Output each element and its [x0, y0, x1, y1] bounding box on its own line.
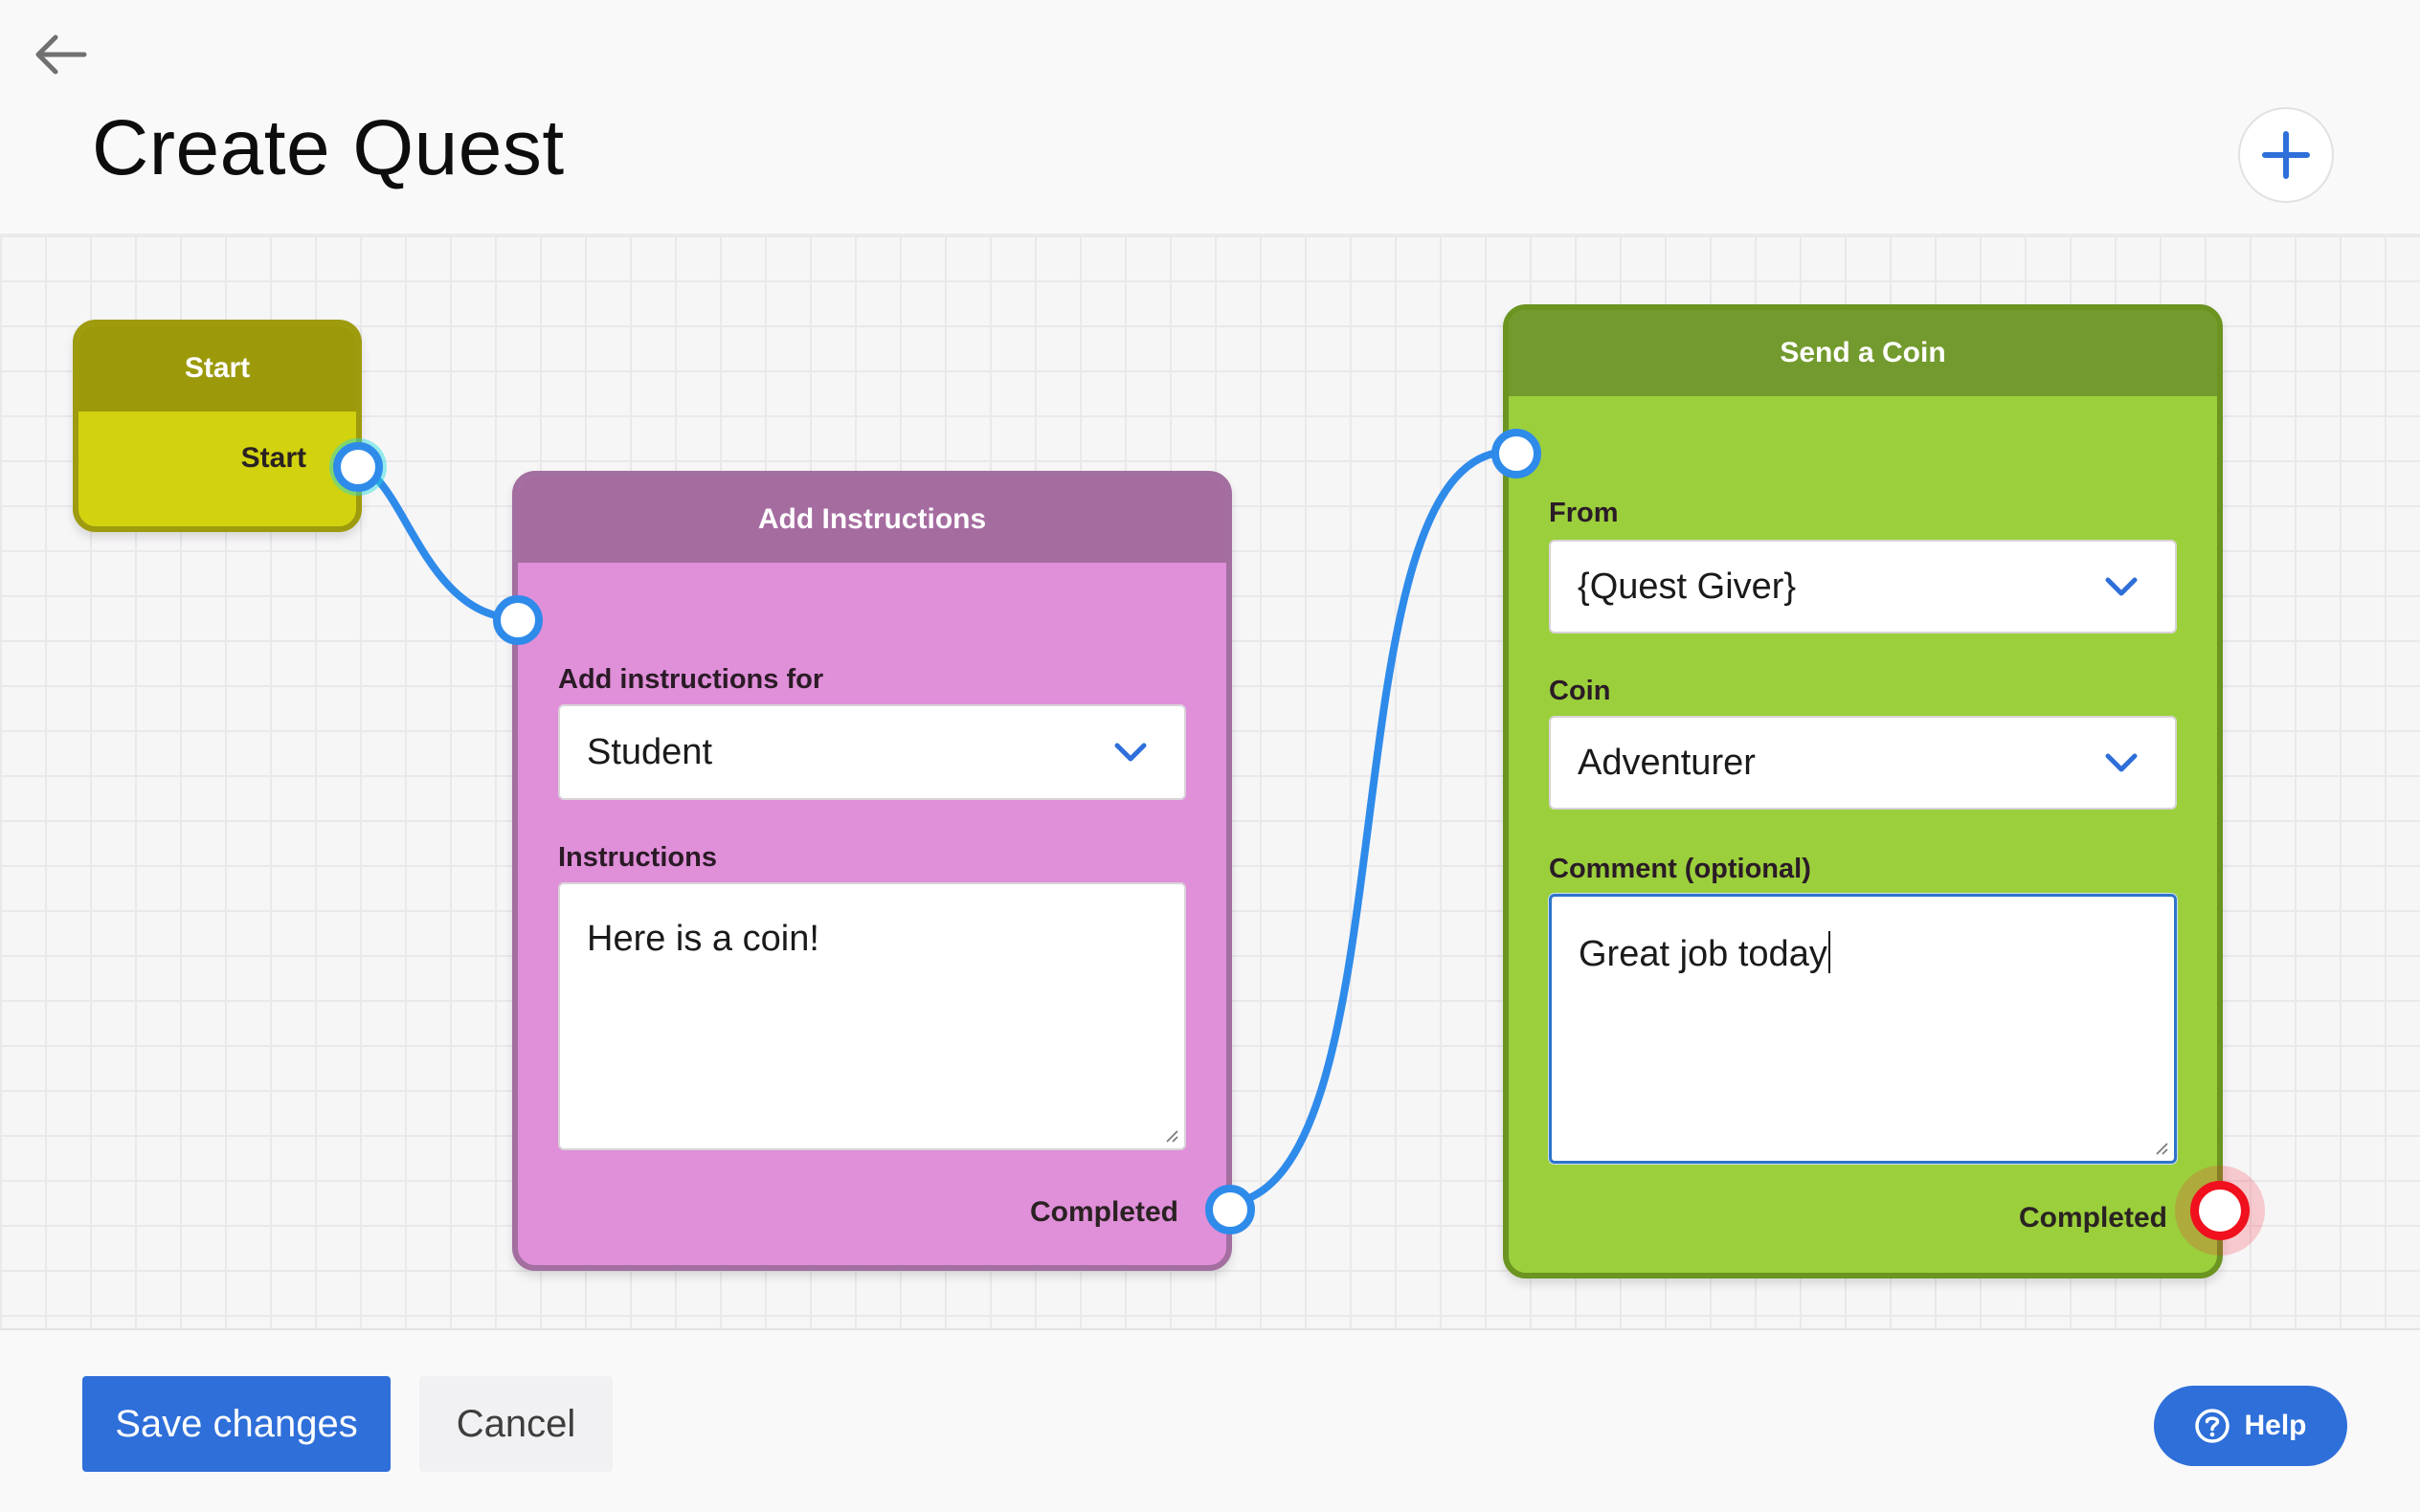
start-output-label: Start	[240, 442, 306, 474]
send-coin-node[interactable]: Send a Coin From {Quest Giver} Coin Adve…	[1491, 304, 2250, 1279]
plus-icon	[2262, 131, 2310, 179]
coin-select[interactable]: Adventurer	[1549, 716, 2177, 810]
chevron-down-icon	[1114, 743, 1147, 762]
help-label: Help	[2244, 1410, 2307, 1441]
resize-handle-icon[interactable]	[1163, 1127, 1178, 1143]
start-node[interactable]: Start Start	[73, 320, 383, 532]
coin-label: Coin	[1549, 676, 1611, 706]
save-changes-button[interactable]: Save changes	[82, 1376, 391, 1472]
text-caret	[1827, 931, 1830, 973]
comment-label: Comment (optional)	[1549, 854, 1811, 884]
cancel-button[interactable]: Cancel	[419, 1376, 613, 1472]
chevron-down-icon	[2105, 577, 2138, 596]
instructions-output-label: Completed	[1029, 1196, 1178, 1228]
add-instructions-title: Add Instructions	[518, 477, 1226, 563]
comment-textarea[interactable]: Great job today	[1549, 894, 2177, 1164]
page-title: Create Quest	[92, 104, 565, 191]
resize-handle-icon[interactable]	[2153, 1140, 2168, 1155]
instructions-label: Instructions	[558, 842, 717, 873]
instructions-for-select[interactable]: Student	[558, 704, 1186, 800]
add-instructions-input-port[interactable]	[493, 595, 543, 645]
coin-value: Adventurer	[1578, 742, 1756, 783]
comment-text: Great job today	[1579, 934, 1827, 974]
wire-start-to-instructions	[350, 463, 521, 622]
from-select[interactable]: {Quest Giver}	[1549, 540, 2177, 634]
arrow-left-icon	[35, 34, 87, 75]
add-instructions-output-port[interactable]	[1205, 1185, 1255, 1234]
question-circle-icon	[2195, 1409, 2230, 1443]
add-instructions-node[interactable]: Add Instructions Add instructions for St…	[493, 471, 1255, 1271]
add-node-button[interactable]	[2238, 107, 2334, 203]
from-label: From	[1549, 498, 1619, 528]
from-value: {Quest Giver}	[1578, 566, 1797, 607]
instructions-textarea[interactable]: Here is a coin!	[558, 882, 1186, 1150]
send-coin-output-port[interactable]	[2190, 1181, 2250, 1240]
flow-canvas[interactable]: Start Start Add Instructions Add instruc…	[0, 233, 2420, 1330]
instructions-for-label: Add instructions for	[558, 664, 824, 695]
start-node-title: Start	[78, 325, 356, 411]
help-button[interactable]: Help	[2154, 1386, 2347, 1466]
coin-output-label: Completed	[2018, 1202, 2167, 1234]
start-output-port[interactable]	[333, 442, 383, 492]
chevron-down-icon	[2105, 753, 2138, 772]
instructions-text: Here is a coin!	[587, 919, 819, 959]
send-coin-title: Send a Coin	[1509, 310, 2217, 396]
back-button[interactable]	[21, 21, 98, 88]
wire-instructions-to-coin	[1221, 447, 1514, 1208]
send-coin-input-port[interactable]	[1491, 429, 1541, 478]
instructions-for-value: Student	[587, 731, 712, 772]
